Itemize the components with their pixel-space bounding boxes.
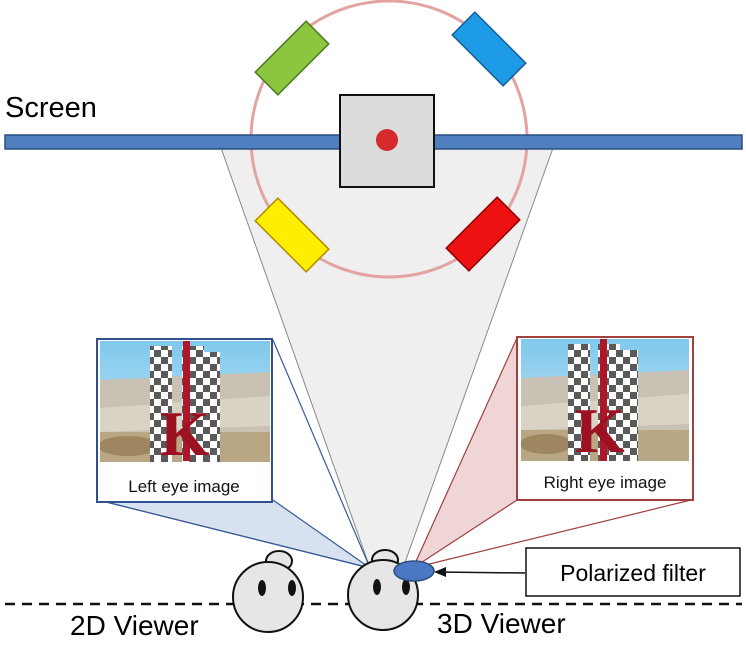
- arrow-head: [434, 567, 446, 577]
- projector-blue: [451, 11, 527, 87]
- left-eye-image: K: [100, 341, 270, 469]
- projector-red: [445, 196, 521, 272]
- right-eye-label: Right eye image: [544, 473, 667, 492]
- right-eye-image-card: K Right eye image: [516, 336, 694, 501]
- projector-yellow: [254, 197, 330, 273]
- letter-k-right: K: [575, 395, 625, 466]
- screen-label: Screen: [5, 92, 97, 124]
- left-eye-image-card: K Left eye image: [96, 338, 273, 503]
- polarized-filter-box: [525, 547, 741, 597]
- filter-callout-arrow: [437, 571, 526, 574]
- center-dot: [376, 129, 398, 151]
- left-eye-label: Left eye image: [128, 477, 240, 496]
- letter-k-left: K: [160, 398, 210, 469]
- viewer-2d-head: [232, 550, 304, 633]
- polarized-filter-label: Polarized filter: [560, 560, 706, 586]
- viewer-2d-label: 2D Viewer: [70, 610, 199, 641]
- right-eye-image: K: [521, 339, 689, 466]
- projector-green: [254, 20, 330, 96]
- polarized-filter-lens: [393, 560, 435, 582]
- viewer-3d-label: 3D Viewer: [437, 608, 566, 639]
